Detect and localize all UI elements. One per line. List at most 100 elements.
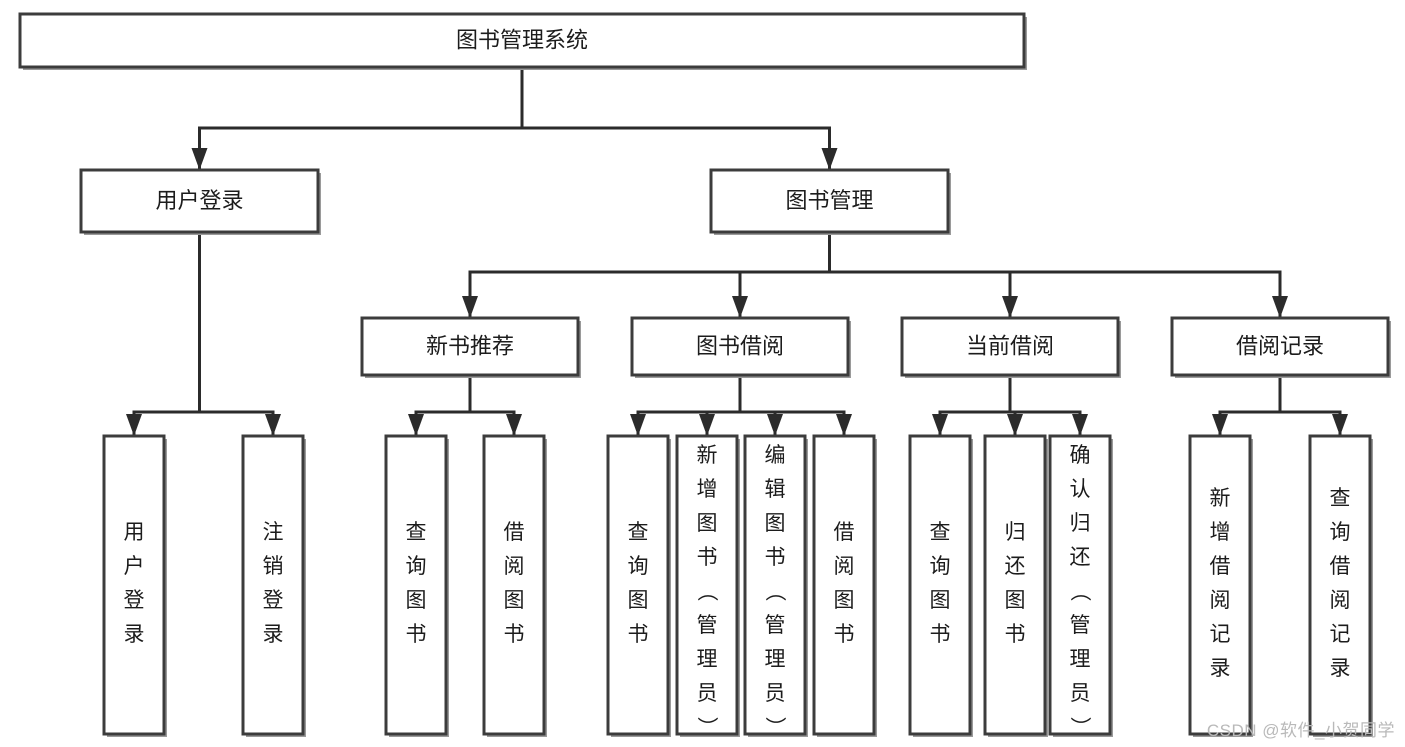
svg-text:还: 还 bbox=[1070, 546, 1091, 569]
node-title[interactable] bbox=[18, 12, 1027, 70]
svg-text:查: 查 bbox=[628, 521, 649, 544]
arrow-head-icon bbox=[821, 148, 838, 170]
svg-text:确: 确 bbox=[1070, 444, 1091, 467]
node-borrow-record-rect[interactable] bbox=[1170, 316, 1390, 377]
arrow-head-icon bbox=[191, 148, 208, 170]
node-leaf-logout[interactable] bbox=[241, 434, 306, 737]
svg-text:增: 增 bbox=[1210, 521, 1231, 544]
svg-text:登: 登 bbox=[263, 589, 284, 612]
svg-text:录: 录 bbox=[124, 623, 145, 646]
svg-text:注: 注 bbox=[263, 521, 284, 544]
svg-text:归: 归 bbox=[1070, 512, 1091, 535]
svg-text:编: 编 bbox=[765, 444, 786, 467]
svg-text:图: 图 bbox=[406, 589, 427, 612]
svg-text:理: 理 bbox=[765, 648, 786, 671]
arrow-head-icon bbox=[1332, 414, 1348, 436]
node-leaf-edit-book-rect[interactable] bbox=[743, 434, 807, 736]
node-leaf-return-book-rect[interactable] bbox=[983, 434, 1047, 736]
svg-text:销: 销 bbox=[263, 555, 284, 578]
svg-text:登: 登 bbox=[124, 589, 145, 612]
node-borrow-record[interactable] bbox=[1170, 316, 1391, 378]
svg-text:新: 新 bbox=[697, 444, 718, 467]
node-leaf-edit-book[interactable] bbox=[743, 434, 808, 737]
svg-text:查: 查 bbox=[406, 521, 427, 544]
svg-text:录: 录 bbox=[263, 623, 284, 646]
node-leaf-confirm-return[interactable] bbox=[1048, 434, 1113, 737]
node-user-login[interactable] bbox=[79, 168, 321, 235]
svg-text:书: 书 bbox=[406, 623, 427, 646]
node-leaf-user-login-rect[interactable] bbox=[102, 434, 166, 736]
node-title-rect[interactable] bbox=[18, 12, 1026, 69]
node-leaf-add-book-rect[interactable] bbox=[675, 434, 739, 736]
node-user-login-rect[interactable] bbox=[79, 168, 320, 234]
svg-text:阅: 阅 bbox=[1210, 589, 1231, 612]
svg-text:员: 员 bbox=[697, 682, 718, 705]
node-leaf-query-book-2-rect[interactable] bbox=[606, 434, 670, 736]
nodes-layer: 图书管理系统用户登录图书管理新书推荐图书借阅当前借阅借阅记录用户登录注销登录查询… bbox=[18, 12, 1391, 738]
node-leaf-return-book[interactable] bbox=[983, 434, 1048, 737]
node-leaf-borrow-book-1[interactable] bbox=[482, 434, 547, 737]
svg-text:管: 管 bbox=[765, 614, 786, 637]
node-new-book-rec[interactable] bbox=[360, 316, 581, 378]
svg-text:图: 图 bbox=[834, 589, 855, 612]
svg-text:管: 管 bbox=[1070, 614, 1091, 637]
node-title-label: 图书管理系统 bbox=[456, 27, 588, 52]
csdn-watermark: CSDN @软件_小贺同学 bbox=[1206, 721, 1395, 740]
node-leaf-confirm-return-rect[interactable] bbox=[1048, 434, 1112, 736]
svg-text:员: 员 bbox=[765, 682, 786, 705]
arrow-head-icon bbox=[1072, 414, 1088, 436]
node-book-borrow-rect[interactable] bbox=[630, 316, 850, 377]
svg-text:询: 询 bbox=[406, 555, 427, 578]
node-leaf-borrow-book-2[interactable] bbox=[812, 434, 877, 737]
svg-text:）: ） bbox=[763, 717, 786, 738]
node-current-borrow-rect[interactable] bbox=[900, 316, 1120, 377]
arrow-head-icon bbox=[767, 414, 783, 436]
svg-text:阅: 阅 bbox=[1330, 589, 1351, 612]
node-book-manage-rect[interactable] bbox=[709, 168, 950, 234]
node-leaf-query-book-3-rect[interactable] bbox=[908, 434, 972, 736]
svg-text:阅: 阅 bbox=[834, 555, 855, 578]
svg-text:记: 记 bbox=[1330, 623, 1351, 646]
node-leaf-user-login[interactable] bbox=[102, 434, 167, 737]
svg-text:图: 图 bbox=[1005, 589, 1026, 612]
node-leaf-add-record[interactable] bbox=[1188, 434, 1253, 737]
node-leaf-query-book-3[interactable] bbox=[908, 434, 973, 737]
svg-text:借: 借 bbox=[834, 521, 855, 544]
node-book-manage[interactable] bbox=[709, 168, 951, 235]
arrow-head-icon bbox=[1007, 414, 1023, 436]
arrow-head-icon bbox=[732, 296, 748, 318]
node-leaf-add-record-rect[interactable] bbox=[1188, 434, 1252, 736]
node-leaf-query-book-2[interactable] bbox=[606, 434, 671, 737]
svg-text:理: 理 bbox=[1070, 648, 1091, 671]
node-leaf-query-book-1-rect[interactable] bbox=[384, 434, 448, 736]
node-leaf-user-login-label: 用户登录 bbox=[124, 521, 145, 646]
node-leaf-borrow-book-1-rect[interactable] bbox=[482, 434, 546, 736]
node-book-borrow-label: 图书借阅 bbox=[696, 333, 784, 358]
arrow-head-icon bbox=[1212, 414, 1228, 436]
node-leaf-query-record[interactable] bbox=[1308, 434, 1373, 737]
node-leaf-borrow-book-2-rect[interactable] bbox=[812, 434, 876, 736]
node-new-book-rec-label: 新书推荐 bbox=[426, 333, 514, 358]
svg-text:图: 图 bbox=[628, 589, 649, 612]
svg-text:归: 归 bbox=[1005, 521, 1026, 544]
node-leaf-query-record-rect[interactable] bbox=[1308, 434, 1372, 736]
node-leaf-logout-rect[interactable] bbox=[241, 434, 305, 736]
node-new-book-rec-rect[interactable] bbox=[360, 316, 580, 377]
node-leaf-add-book[interactable] bbox=[675, 434, 740, 737]
node-current-borrow[interactable] bbox=[900, 316, 1121, 378]
node-book-borrow[interactable] bbox=[630, 316, 851, 378]
svg-text:（: （ bbox=[695, 581, 718, 602]
node-leaf-query-book-1[interactable] bbox=[384, 434, 449, 737]
svg-text:书: 书 bbox=[834, 623, 855, 646]
svg-text:理: 理 bbox=[697, 648, 718, 671]
arrow-head-icon bbox=[630, 414, 646, 436]
